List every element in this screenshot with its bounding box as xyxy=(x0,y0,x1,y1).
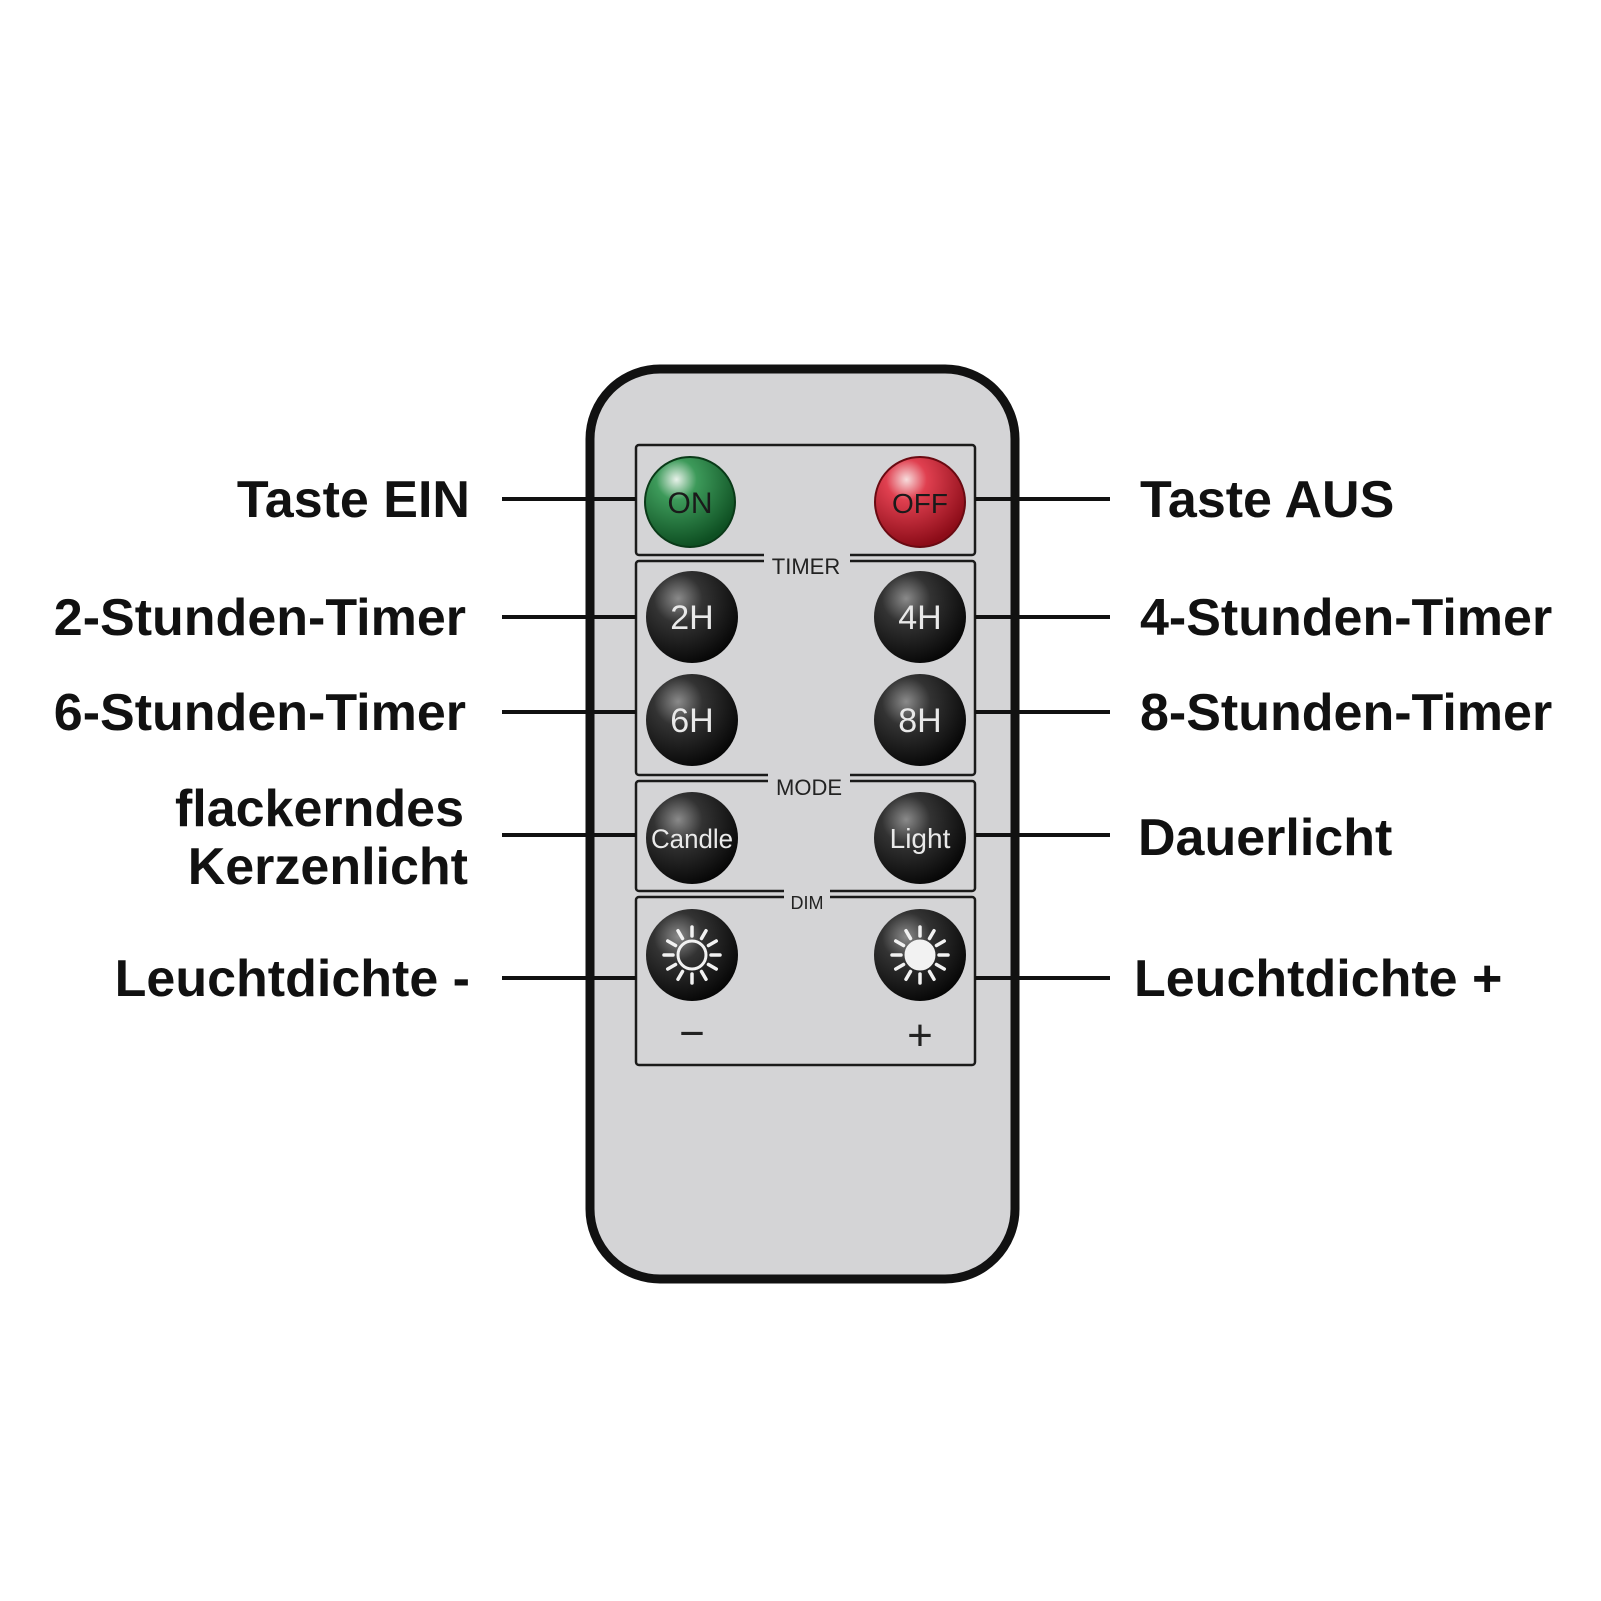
callout-off: Taste AUS xyxy=(1140,471,1394,529)
off-button-label: OFF xyxy=(892,488,948,519)
timer-6h-button[interactable]: 6H xyxy=(646,674,738,766)
dim-minus-button[interactable] xyxy=(646,909,738,1001)
timer-group-label: TIMER xyxy=(772,554,840,579)
timer-4h-label: 4H xyxy=(898,599,941,637)
dim-group-label: DIM xyxy=(791,893,824,913)
callout-on: Taste EIN xyxy=(237,471,470,529)
callout-dim-plus: Leuchtdichte + xyxy=(1134,950,1502,1008)
on-button-label: ON xyxy=(668,487,713,520)
candle-button[interactable]: Candle xyxy=(646,792,738,884)
callout-timer4: 4-Stunden-Timer xyxy=(1140,589,1552,647)
dim-minus-sign: − xyxy=(679,1009,705,1058)
dim-plus-sign: + xyxy=(907,1011,933,1060)
candle-button-label: Candle xyxy=(651,824,733,854)
sun-filled-icon xyxy=(890,925,950,985)
timer-2h-label: 2H xyxy=(670,599,713,637)
timer-2h-button[interactable]: 2H xyxy=(646,571,738,663)
sun-outline-icon xyxy=(662,925,722,985)
timer-8h-label: 8H xyxy=(898,702,941,740)
leader-lines xyxy=(502,497,1110,980)
timer-6h-label: 6H xyxy=(670,702,713,740)
off-button[interactable]: OFF xyxy=(874,456,966,548)
callout-timer8: 8-Stunden-Timer xyxy=(1140,684,1552,742)
mode-group-label: MODE xyxy=(776,775,842,800)
light-button-label: Light xyxy=(890,823,951,854)
callout-candle-line2: Kerzenlicht xyxy=(188,838,468,896)
callout-light: Dauerlicht xyxy=(1138,809,1392,867)
callout-timer2: 2-Stunden-Timer xyxy=(54,589,466,647)
on-button[interactable]: ON xyxy=(644,456,736,548)
callout-candle-line1: flackerndes xyxy=(175,780,464,838)
callout-timer6: 6-Stunden-Timer xyxy=(54,684,466,742)
light-button[interactable]: Light xyxy=(874,792,966,884)
dim-plus-button[interactable] xyxy=(874,909,966,1001)
timer-8h-button[interactable]: 8H xyxy=(874,674,966,766)
callout-dim-minus: Leuchtdichte - xyxy=(115,950,470,1008)
timer-4h-button[interactable]: 4H xyxy=(874,571,966,663)
